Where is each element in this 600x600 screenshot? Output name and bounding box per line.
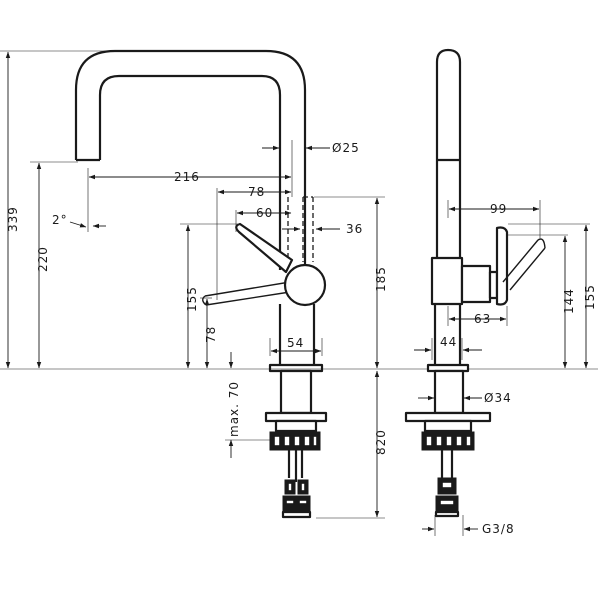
label-max70: max. 70 (227, 381, 241, 437)
label-36: 36 (346, 222, 363, 236)
side-supply-hoses (434, 450, 460, 518)
thread-block (269, 431, 321, 451)
handle-alt-position (204, 281, 291, 306)
side-thread-block (421, 431, 475, 451)
label-60: 60 (256, 206, 273, 220)
label-185: 185 (374, 266, 388, 292)
side-spout (435, 48, 462, 160)
side-view: 99 155 144 63 44 Ø34 G3/8 (404, 48, 597, 536)
tap-body (278, 304, 316, 365)
handle-lever (235, 222, 294, 274)
hidden-valve (302, 196, 314, 262)
front-view: Ø25 216 78 60 36 2° 339 220 155 78 185 5… (0, 49, 598, 519)
label-820: 820 (374, 429, 388, 455)
side-valve-body (430, 256, 464, 306)
side-mounting-plate (404, 411, 492, 423)
label-54: 54 (287, 336, 304, 350)
spout-inner (98, 74, 282, 270)
handle-knob (283, 263, 327, 307)
side-handle-alt (502, 238, 546, 291)
side-handle-blade (495, 226, 509, 306)
mounting-plate (264, 411, 328, 423)
label-78-vert: 78 (204, 326, 218, 343)
label-220: 220 (36, 246, 50, 272)
label-d34: Ø34 (484, 391, 512, 405)
label-78: 78 (248, 185, 265, 199)
label-g38: G3/8 (482, 522, 515, 536)
label-144: 144 (562, 288, 576, 314)
label-44: 44 (440, 335, 457, 349)
label-99: 99 (490, 202, 507, 216)
label-2deg: 2° (52, 213, 68, 227)
dim-line-2deg-a (69, 221, 87, 228)
label-216: 216 (174, 170, 200, 184)
supply-hoses (281, 450, 312, 519)
label-d25: Ø25 (332, 141, 360, 155)
label-63: 63 (474, 312, 491, 326)
side-handle-cap (460, 264, 492, 304)
label-155-right: 155 (583, 284, 597, 310)
label-339: 339 (6, 206, 20, 232)
spout-outer (74, 49, 307, 270)
label-155-left: 155 (185, 286, 199, 312)
